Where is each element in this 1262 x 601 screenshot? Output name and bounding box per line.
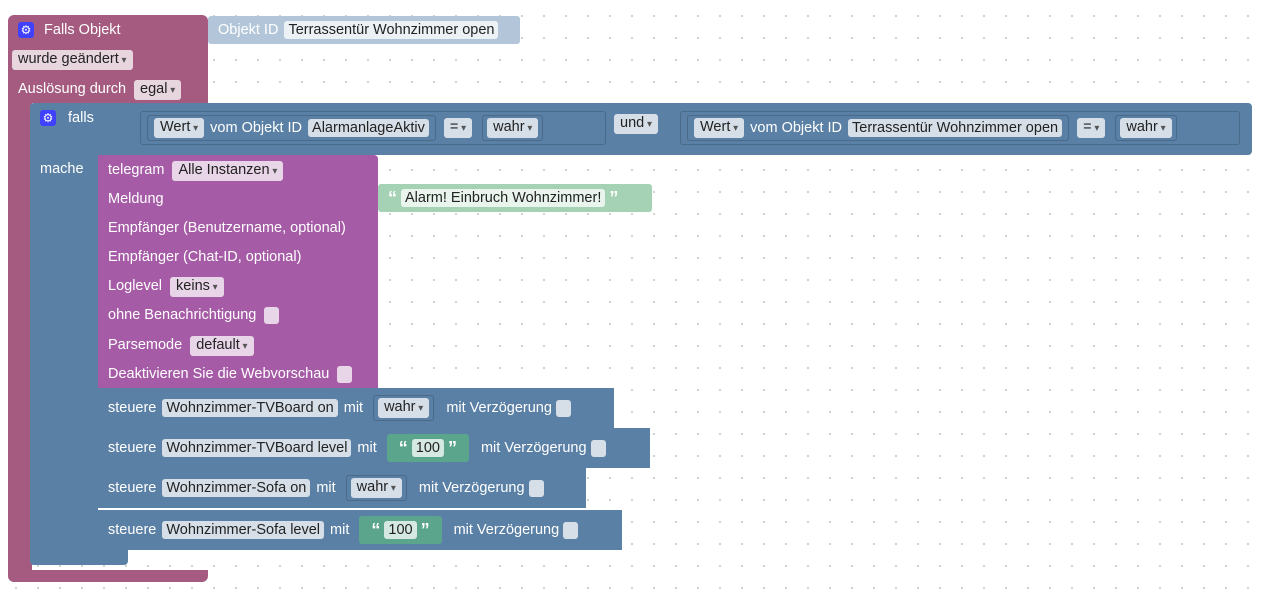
disable-preview-checkbox[interactable]: [337, 365, 353, 383]
quote-close-icon: ”: [447, 437, 457, 458]
message-field[interactable]: Alarm! Einbruch Wohnzimmer!: [401, 189, 606, 207]
condition-1[interactable]: Wert vom Objekt ID AlarmanlageAktiv = wa…: [140, 111, 606, 145]
control-label: steuere: [108, 400, 157, 416]
control-bool-dropdown[interactable]: wahr: [378, 398, 430, 418]
gear-icon[interactable]: ⚙: [18, 22, 34, 38]
value-dropdown-2[interactable]: Wert: [694, 118, 745, 138]
control-delay-checkbox[interactable]: [563, 521, 579, 539]
control-text-block[interactable]: “ 100 ”: [359, 516, 442, 544]
silent-row: ohne Benachrichtigung: [108, 306, 280, 324]
do-label: mache: [40, 161, 84, 177]
bool-block-1[interactable]: wahr: [482, 115, 544, 141]
loglevel-row: Loglevel keins: [108, 277, 224, 297]
recipient-chat-label: Empfänger (Chat-ID, optional): [108, 249, 302, 265]
bool-block-2[interactable]: wahr: [1115, 115, 1177, 141]
message-text-block[interactable]: “ Alarm! Einbruch Wohnzimmer! ”: [378, 184, 652, 212]
logic-operator-row: und: [614, 114, 659, 134]
from-object-label-2: vom Objekt ID: [750, 120, 843, 136]
bool-dropdown-1[interactable]: wahr: [487, 118, 539, 138]
control-block-3[interactable]: steuere Wohnzimmer-Sofa on mit wahr mit …: [98, 468, 586, 508]
instance-dropdown[interactable]: Alle Instanzen: [172, 161, 284, 181]
control-value-field[interactable]: 100: [411, 439, 444, 457]
parsemode-label: Parsemode: [108, 337, 183, 353]
control-text-block[interactable]: “ 100 ”: [386, 434, 469, 462]
control-block-4[interactable]: steuere Wohnzimmer-Sofa level mit “ 100 …: [98, 510, 622, 550]
object-id-field[interactable]: Terrassentür Wohnzimmer open: [284, 21, 499, 39]
silent-checkbox[interactable]: [264, 306, 280, 324]
trigger-title: Falls Objekt: [44, 22, 121, 38]
change-mode-dropdown[interactable]: wurde geändert: [12, 50, 133, 70]
object-id-block[interactable]: Objekt ID Terrassentür Wohnzimmer open: [208, 16, 520, 44]
operator-dropdown-1[interactable]: =: [443, 118, 473, 138]
control-with-label: mit: [343, 400, 364, 416]
object-field-2[interactable]: Terrassentür Wohnzimmer open: [848, 119, 1063, 137]
trigger-block-bottom: [8, 570, 208, 582]
control-with-label: mit: [316, 480, 336, 496]
control-object-field[interactable]: Wohnzimmer-TVBoard on: [162, 399, 338, 417]
control-object-field[interactable]: Wohnzimmer-Sofa level: [162, 521, 325, 539]
trigger-by-row: Auslösung durch egal: [18, 80, 182, 100]
trigger-by-dropdown[interactable]: egal: [134, 80, 182, 100]
value-block-2[interactable]: Wert vom Objekt ID Terrassentür Wohnzimm…: [687, 115, 1070, 141]
value-block-1[interactable]: Wert vom Objekt ID AlarmanlageAktiv: [147, 115, 436, 141]
control-object-field[interactable]: Wohnzimmer-Sofa on: [162, 479, 311, 497]
control-delay-checkbox[interactable]: [590, 439, 606, 457]
quote-close-icon: ”: [609, 187, 619, 208]
control-block-1[interactable]: steuere Wohnzimmer-TVBoard on mit wahr m…: [98, 388, 614, 428]
trigger-by-label: Auslösung durch: [18, 81, 127, 97]
control-delay-label: mit Verzögerung: [446, 400, 552, 416]
quote-open-icon: “: [371, 519, 381, 540]
recipient-user-label: Empfänger (Benutzername, optional): [108, 220, 346, 236]
control-bool-dropdown[interactable]: wahr: [350, 478, 402, 498]
message-label: Meldung: [108, 191, 164, 207]
disable-preview-label: Deaktivieren Sie die Webvorschau: [108, 366, 330, 382]
quote-open-icon: “: [388, 187, 397, 208]
control-label: steuere: [108, 480, 157, 496]
loglevel-label: Loglevel: [108, 278, 163, 294]
condition-2[interactable]: Wert vom Objekt ID Terrassentür Wohnzimm…: [680, 111, 1240, 145]
change-mode-row: wurde geändert: [12, 50, 133, 70]
logic-operator-dropdown[interactable]: und: [614, 114, 659, 134]
loglevel-dropdown[interactable]: keins: [170, 277, 224, 297]
object-field-1[interactable]: AlarmanlageAktiv: [308, 119, 429, 137]
object-id-label: Objekt ID: [218, 22, 279, 38]
disable-preview-row: Deaktivieren Sie die Webvorschau: [108, 365, 353, 383]
control-delay-checkbox[interactable]: [528, 479, 544, 497]
control-object-field[interactable]: Wohnzimmer-TVBoard level: [162, 439, 352, 457]
silent-label: ohne Benachrichtigung: [108, 307, 257, 323]
control-bool-block[interactable]: wahr: [345, 475, 407, 501]
control-value-field[interactable]: 100: [384, 521, 417, 539]
control-label: steuere: [108, 440, 157, 456]
if-block-spine: [30, 150, 98, 565]
parsemode-row: Parsemode default: [108, 336, 254, 356]
control-with-label: mit: [330, 522, 350, 538]
control-delay-checkbox[interactable]: [555, 399, 571, 417]
gear-icon[interactable]: ⚙: [40, 110, 56, 126]
operator-dropdown-2[interactable]: =: [1077, 118, 1106, 138]
value-dropdown-1[interactable]: Wert: [154, 118, 205, 138]
control-delay-label: mit Verzögerung: [418, 480, 525, 496]
from-object-label-1: vom Objekt ID: [210, 120, 303, 136]
control-bool-block[interactable]: wahr: [373, 395, 435, 421]
quote-close-icon: ”: [420, 519, 430, 540]
trigger-header: ⚙ Falls Objekt: [18, 21, 121, 39]
bool-dropdown-2[interactable]: wahr: [1120, 118, 1172, 138]
telegram-header: telegram Alle Instanzen: [108, 161, 284, 181]
control-label: steuere: [108, 522, 157, 538]
if-block-bottom: [30, 550, 128, 565]
parsemode-dropdown[interactable]: default: [190, 336, 254, 356]
control-delay-label: mit Verzögerung: [480, 440, 587, 456]
trigger-block-spine: [8, 100, 32, 572]
control-delay-label: mit Verzögerung: [453, 522, 560, 538]
telegram-label: telegram: [108, 162, 165, 178]
quote-open-icon: “: [398, 437, 408, 458]
if-header: ⚙ falls: [40, 109, 94, 127]
control-block-2[interactable]: steuere Wohnzimmer-TVBoard level mit “ 1…: [98, 428, 650, 468]
control-with-label: mit: [357, 440, 377, 456]
if-label: falls: [68, 110, 94, 126]
